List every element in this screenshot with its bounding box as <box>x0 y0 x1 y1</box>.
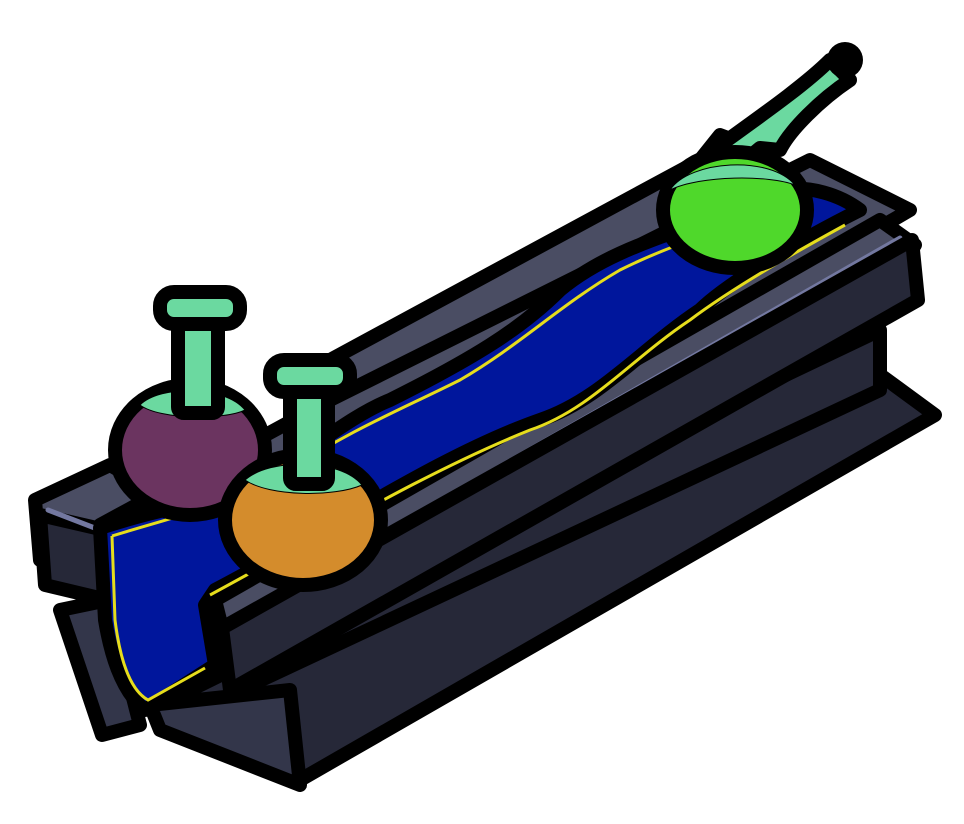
runner-trim-end <box>110 535 206 702</box>
orange-flask-neck <box>283 379 335 491</box>
purple-flask-lip <box>153 285 247 331</box>
green-flask-shine <box>668 164 796 192</box>
orange-potion-flask <box>218 353 388 592</box>
orange-flask-lip <box>263 353 357 399</box>
bench-left-highlight <box>45 507 103 533</box>
green-flask-tip <box>827 42 863 78</box>
purple-flask-neck <box>171 311 225 420</box>
bench-front-foot <box>143 683 307 792</box>
bench-front-ledge-face <box>215 233 925 697</box>
green-retort-flask <box>656 42 863 275</box>
purple-potion-flask <box>108 285 272 522</box>
